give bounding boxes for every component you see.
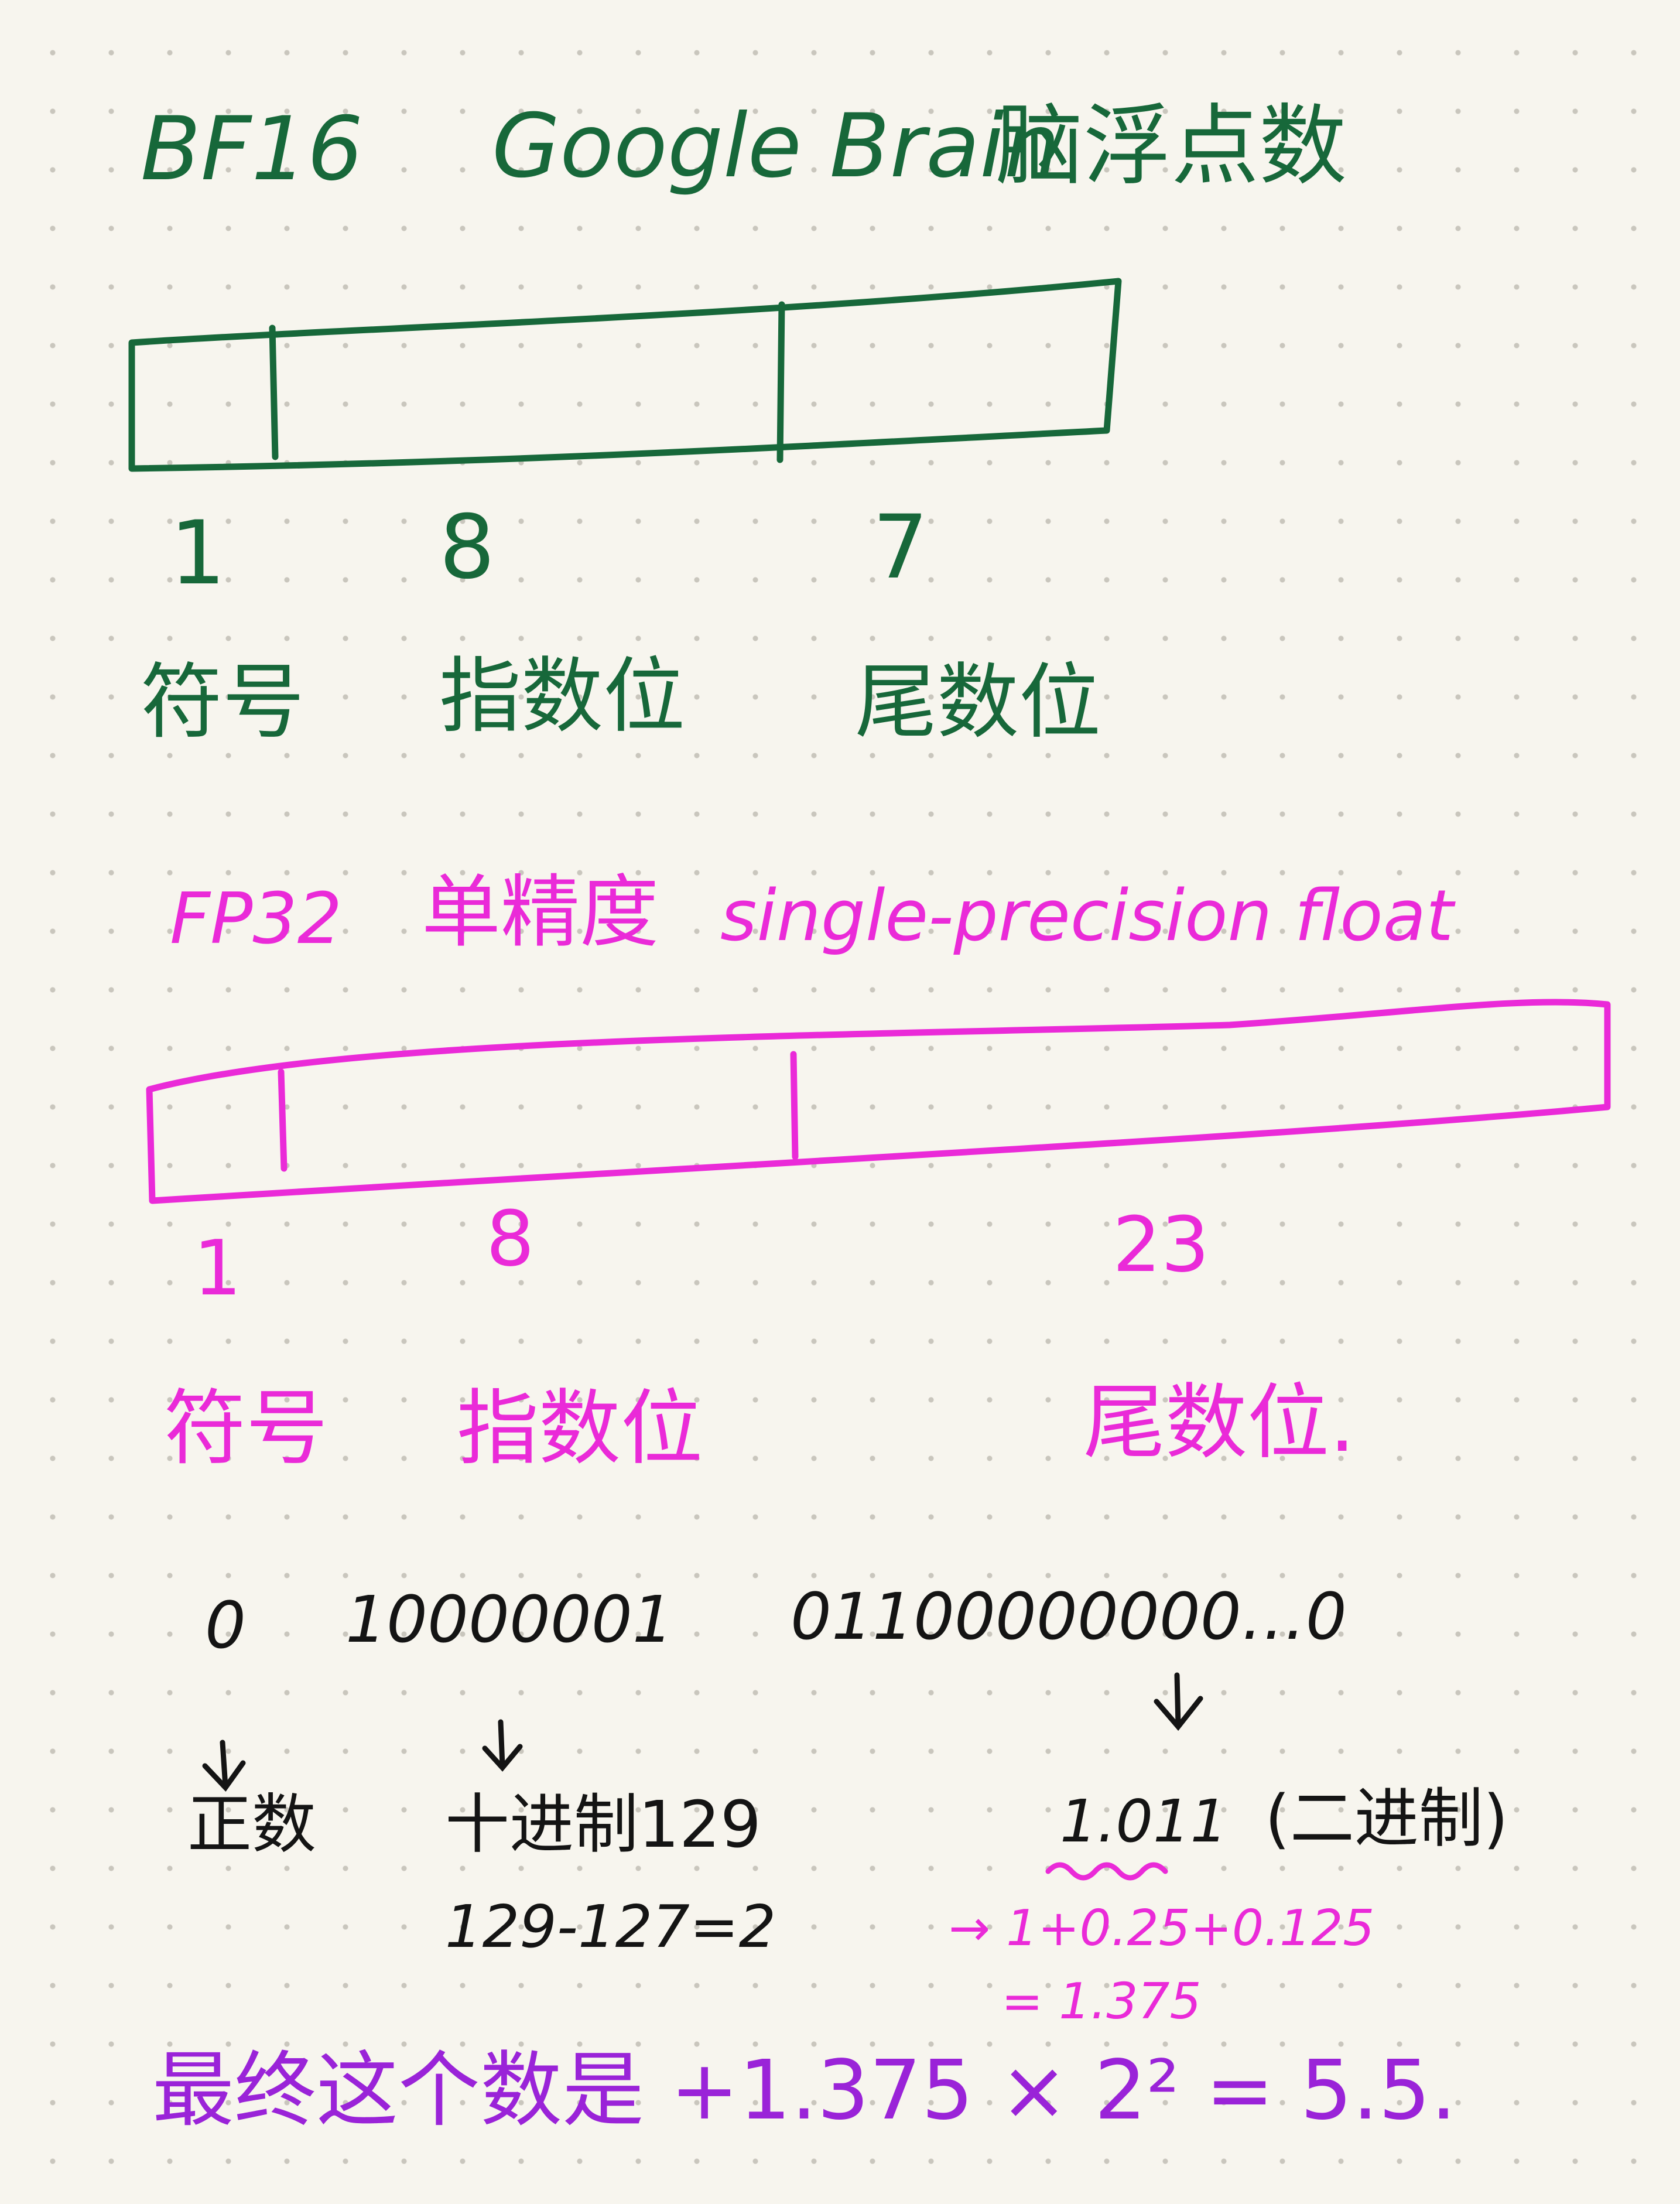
bf16-title: BF16 — [141, 98, 364, 200]
fp32-exponent-bits: 8 — [486, 1194, 535, 1283]
bf16-sign-label: 符号 — [141, 655, 305, 750]
bf16-mantissa-bits: 7 — [872, 497, 929, 599]
arrow-down-sign — [202, 1740, 246, 1792]
arrow-down-exponent — [482, 1719, 523, 1772]
fp32-exponent-label: 指数位 — [457, 1381, 703, 1477]
fp32-mantissa-label: 尾数位. — [1083, 1375, 1356, 1471]
fp32-title: FP32 — [170, 879, 343, 960]
example-sign-bit: 0 — [205, 1588, 246, 1663]
fp32-mantissa-bits: 23 — [1113, 1200, 1210, 1289]
example-mantissa-result: = 1.375 — [1001, 1973, 1202, 2031]
arrow-down-mantissa — [1154, 1672, 1203, 1731]
example-exponent-bits: 10000001 — [345, 1582, 673, 1657]
example-mantissa-bits: 01100000000…0 — [791, 1579, 1347, 1654]
fp32-box-outline — [146, 999, 1611, 1204]
bf16-subtitle: Google Brain — [492, 95, 1060, 197]
fp32-sign-divider — [278, 1068, 288, 1172]
example-sign-meaning: 正数 — [187, 1787, 316, 1862]
bf16-mantissa-divider — [776, 301, 785, 463]
example-exponent-calc: 129-127=2 — [445, 1892, 776, 1961]
example-mantissa-note: (二进制) — [1265, 1781, 1508, 1856]
fp32-chinese-title: 单精度 — [422, 866, 659, 958]
example-mantissa-calc: → 1+0.25+0.125 — [949, 1899, 1375, 1957]
fp32-sign-bits: 1 — [193, 1224, 242, 1313]
bf16-sign-divider — [269, 324, 279, 460]
fp32-mantissa-divider — [790, 1051, 799, 1160]
bf16-exponent-label: 指数位 — [439, 649, 686, 744]
bf16-chinese-title: 脑浮点数 — [995, 95, 1347, 197]
fp32-sign-label: 符号 — [164, 1381, 329, 1477]
fp32-subtitle: single-precision float — [720, 876, 1454, 957]
bf16-exponent-bits: 8 — [439, 497, 495, 599]
example-mantissa-value: 1.011 — [1060, 1787, 1228, 1856]
bf16-box-outline — [128, 278, 1122, 472]
bf16-mantissa-label: 尾数位 — [855, 655, 1101, 750]
example-exponent-meaning: 十进制129 — [445, 1787, 761, 1862]
bf16-sign-bits: 1 — [170, 503, 226, 604]
example-final-result: 最终这个数是 +1.375 × 2² = 5.5. — [152, 2043, 1457, 2138]
mantissa-wavy-underline — [1045, 1862, 1168, 1881]
